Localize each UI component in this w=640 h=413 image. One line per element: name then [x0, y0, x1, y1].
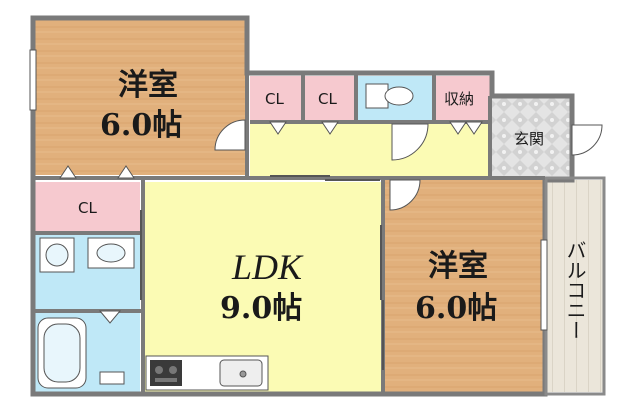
window-left	[29, 49, 37, 111]
stove-icon	[150, 360, 182, 386]
closet-door-mark	[449, 121, 467, 135]
closet-left-floor	[35, 182, 140, 232]
outer-wall	[30, 15, 575, 397]
wash-basin-fixture	[87, 237, 135, 269]
entrance-floor	[492, 98, 570, 178]
balcony-label: バルコニー	[563, 240, 587, 340]
closet-top-1-floor	[250, 76, 302, 122]
door-swing-entrance	[571, 124, 603, 156]
shower-fixture	[99, 371, 125, 385]
closet-door-mark	[269, 121, 287, 135]
door-swing-toilet	[391, 123, 429, 161]
window-balcony	[540, 239, 548, 331]
toilet-fixture	[365, 83, 414, 109]
western-room-right-floor	[385, 180, 543, 392]
room-name-western-left: 洋室	[118, 68, 178, 103]
washing-machine-fixture	[39, 237, 75, 273]
hallway-floor	[250, 122, 490, 180]
entrance-label: 玄関	[514, 130, 544, 148]
closet-top-2-floor	[305, 76, 355, 122]
western-room-left-floor	[35, 20, 245, 175]
bathtub-fixture	[37, 317, 87, 389]
sink-icon	[219, 359, 263, 387]
storage-floor	[436, 76, 490, 122]
closet-label-top-2: CL	[318, 90, 337, 108]
door-swing-left-room	[214, 119, 246, 151]
room-size-ldk: 9.0帖	[220, 291, 302, 326]
balcony-floor	[546, 180, 604, 392]
closet-door-mark	[321, 121, 339, 135]
closet-door-mark	[98, 310, 122, 324]
room-name-western-right: 洋室	[428, 249, 488, 284]
room-name-ldk: LDK	[231, 247, 304, 287]
closet-door-mark	[59, 165, 77, 179]
storage-label: 収納	[444, 90, 474, 108]
door-swing-right-room	[389, 179, 421, 211]
closet-door-mark	[117, 165, 135, 179]
closet-door-mark	[465, 121, 483, 135]
room-size-western-right: 6.0帖	[415, 291, 497, 326]
room-size-western-left: 6.0帖	[100, 108, 182, 143]
closet-label-top-1: CL	[265, 90, 284, 108]
closet-label-left: CL	[78, 199, 97, 217]
